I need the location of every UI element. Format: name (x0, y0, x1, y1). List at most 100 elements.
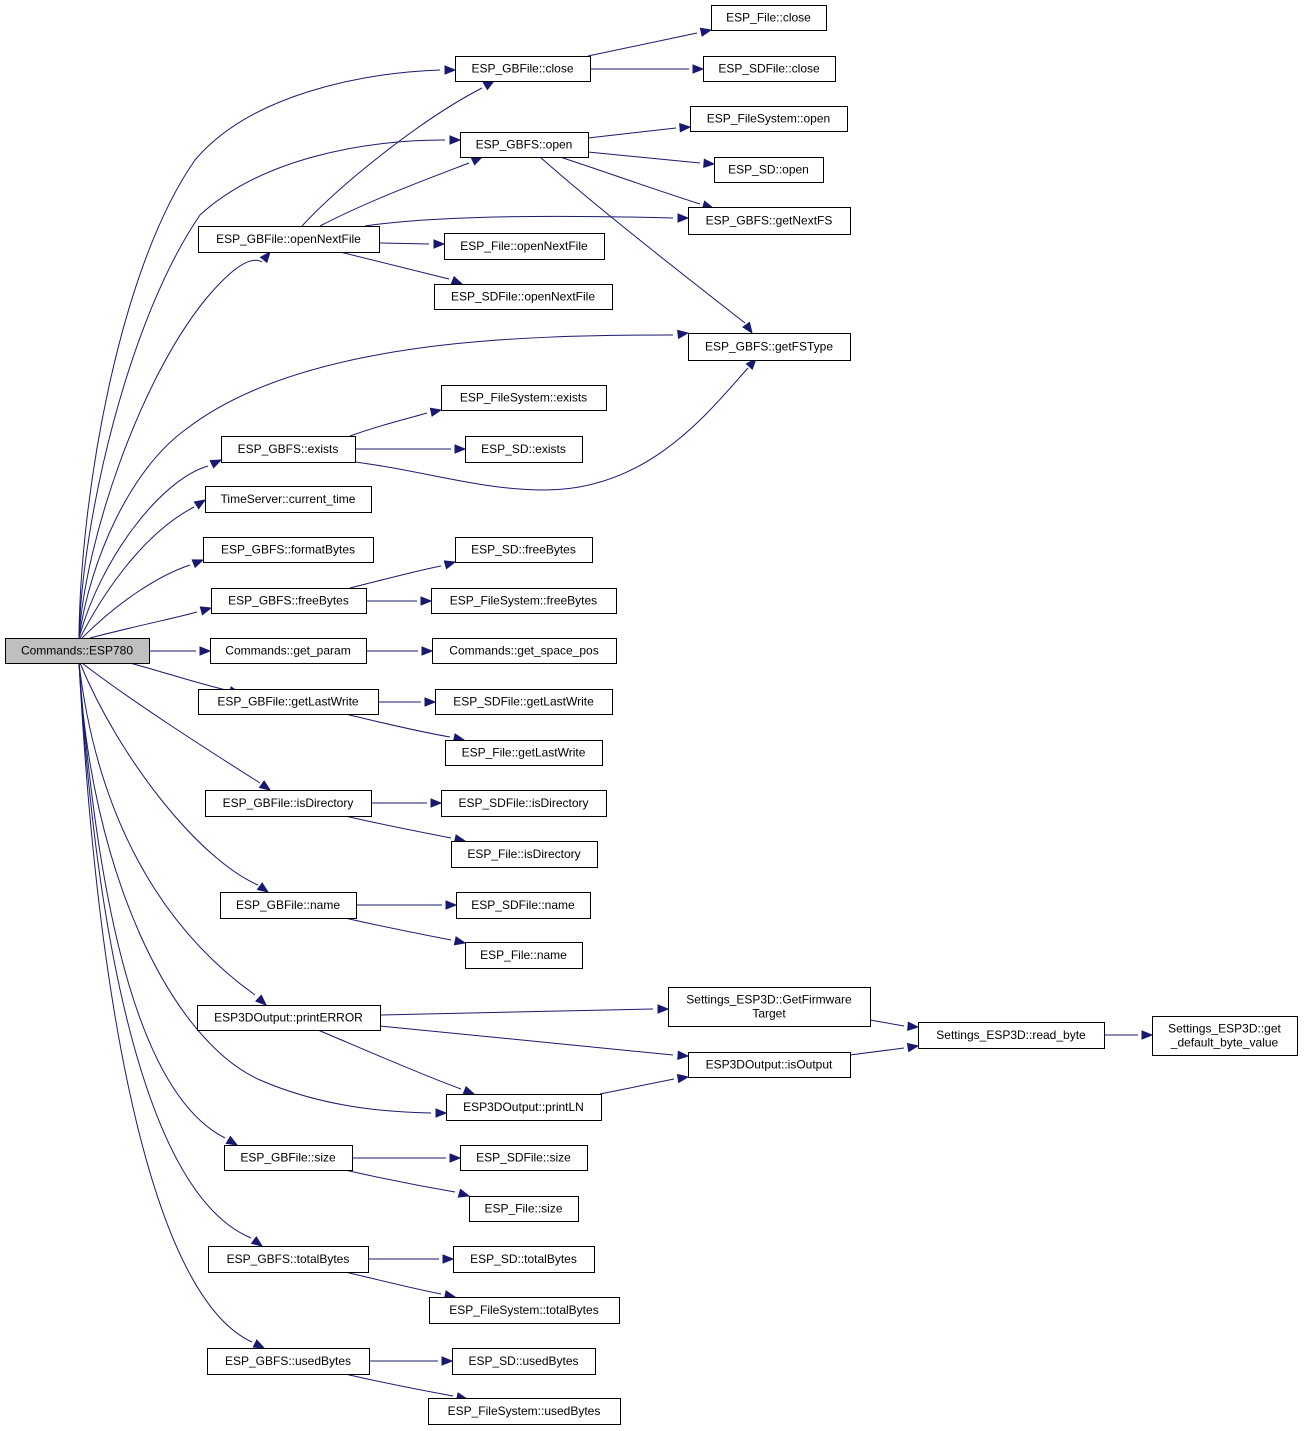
edge-line (78, 662, 252, 1239)
function-node[interactable]: ESP_File::size (469, 1196, 579, 1222)
edge-line (78, 259, 263, 639)
edge-line (78, 662, 432, 1114)
arrowhead (259, 250, 271, 264)
edge-line (339, 251, 450, 280)
edge-line (78, 662, 226, 1139)
function-node[interactable]: ESP_SD::open (714, 157, 824, 183)
function-node[interactable]: Commands::get_param (210, 638, 367, 664)
arrowhead (444, 65, 457, 75)
node-label: Commands::ESP780 (21, 644, 133, 658)
function-node[interactable]: ESP_FileSystem::freeBytes (431, 588, 617, 614)
function-node[interactable]: ESP_FileSystem::usedBytes (428, 1398, 621, 1425)
arrowhead (225, 1135, 239, 1146)
node-box (444, 233, 605, 260)
arrowhead (906, 1042, 920, 1053)
function-node[interactable]: ESP_GBFile::name (220, 892, 357, 919)
function-node[interactable]: ESP_GBFS::freeBytes (211, 588, 367, 614)
function-node[interactable]: ESP_GBFS::open (460, 132, 589, 158)
edge-n8-n9 (378, 239, 446, 249)
edge-n28-n30 (344, 917, 467, 946)
function-node[interactable]: ESP3DOutput::printLN (446, 1094, 602, 1121)
function-node[interactable]: ESP_GBFS::exists (221, 436, 356, 463)
function-node[interactable]: ESP_GBFS::formatBytes (203, 537, 374, 563)
arrowhead (256, 882, 270, 893)
node-label: ESP_FileSystem::freeBytes (450, 594, 597, 608)
function-node[interactable]: ESP_GBFile::getLastWrite (198, 689, 379, 715)
function-node[interactable]: ESP_FileSystem::totalBytes (429, 1297, 620, 1324)
edge-n0-n15 (79, 499, 207, 639)
function-node[interactable]: ESP_SDFile::openNextFile (434, 284, 613, 310)
node-label: ESP_FileSystem::usedBytes (448, 1404, 601, 1418)
arrowhead (252, 1339, 266, 1349)
function-node[interactable]: ESP_SD::totalBytes (453, 1246, 595, 1273)
function-node[interactable]: Commands::ESP780 (5, 638, 150, 664)
node-label: ESP_SD::usedBytes (468, 1354, 578, 1368)
function-node[interactable]: ESP_GBFile::size (224, 1145, 353, 1171)
node-label: ESP_GBFile::name (236, 898, 340, 912)
arrowhead (449, 1153, 462, 1163)
arrowhead (424, 697, 437, 707)
arrowhead (699, 27, 713, 37)
edge-line (78, 662, 253, 1343)
edge-line (344, 1169, 456, 1193)
function-node[interactable]: ESP_File::getLastWrite (445, 740, 603, 766)
function-node[interactable]: ESP_FileSystem::exists (441, 385, 607, 411)
function-node[interactable]: ESP_SD::usedBytes (452, 1348, 596, 1375)
edge-n18-n19 (366, 596, 433, 606)
function-node[interactable]: ESP_GBFile::close (455, 56, 591, 82)
arrowhead (199, 646, 212, 656)
function-node[interactable]: ESP_File::openNextFile (444, 233, 605, 260)
node-label: Settings_ESP3D::read_byte (936, 1028, 1086, 1042)
node-label: ESP_GBFile::openNextFile (216, 232, 361, 246)
function-node[interactable]: TimeServer::current_time (205, 486, 372, 513)
function-node[interactable]: ESP_SD::freeBytes (455, 537, 593, 563)
node-box (690, 106, 848, 132)
edge-line (79, 662, 259, 886)
arrowhead (462, 1085, 476, 1095)
node-box (456, 892, 591, 919)
edge-n0-n8 (78, 250, 271, 639)
node-box (469, 1196, 579, 1222)
arrowhead (258, 780, 272, 791)
edge-line (539, 156, 746, 324)
node-box (198, 689, 379, 715)
function-node[interactable]: ESP3DOutput::printERROR (197, 1005, 381, 1031)
edge-n8-n4 (319, 156, 484, 227)
function-node[interactable]: ESP_GBFS::totalBytes (208, 1246, 369, 1273)
arrowhead (676, 1073, 690, 1084)
function-node[interactable]: ESP_SDFile::close (703, 56, 836, 82)
function-node[interactable]: Settings_ESP3D::get_default_byte_value (1152, 1016, 1298, 1056)
node-label: _default_byte_value (1170, 1036, 1279, 1050)
arrowhead (443, 560, 457, 570)
function-node[interactable]: ESP_GBFile::openNextFile (198, 226, 380, 253)
node-label: ESP_File::getLastWrite (462, 746, 586, 760)
function-node[interactable]: ESP_File::close (711, 5, 827, 31)
function-node[interactable]: ESP_SDFile::name (456, 892, 591, 919)
edge-line (559, 156, 701, 205)
function-node[interactable]: ESP3DOutput::isOutput (688, 1052, 851, 1078)
node-box (208, 1246, 369, 1273)
function-node[interactable]: ESP_GBFS::usedBytes (207, 1348, 370, 1375)
function-node[interactable]: ESP_FileSystem::open (690, 106, 848, 132)
function-node[interactable]: ESP_GBFile::isDirectory (205, 790, 372, 817)
function-node[interactable]: ESP_SDFile::size (460, 1145, 588, 1171)
arrowhead (677, 329, 690, 340)
node-box (453, 1246, 595, 1273)
edge-n1-n3 (590, 64, 705, 74)
function-node[interactable]: ESP_SDFile::getLastWrite (435, 689, 613, 715)
function-node[interactable]: Commands::get_space_pos (432, 638, 617, 664)
function-node[interactable]: ESP_SD::exists (465, 436, 583, 463)
function-node[interactable]: ESP_GBFS::getFSType (688, 333, 851, 361)
arrowhead (1141, 1030, 1154, 1040)
function-node[interactable]: ESP_GBFS::getNextFS (688, 207, 851, 235)
node-label: ESP_FileSystem::exists (460, 391, 587, 405)
edge-line (344, 1271, 442, 1295)
node-label: ESP_GBFS::usedBytes (225, 1354, 351, 1368)
function-node[interactable]: ESP_File::name (465, 942, 583, 969)
function-node[interactable]: ESP_SDFile::isDirectory (441, 790, 607, 817)
arrowhead (677, 1050, 690, 1061)
function-node[interactable]: Settings_ESP3D::read_byte (918, 1022, 1105, 1049)
function-node[interactable]: ESP_File::isDirectory (451, 841, 598, 868)
edge-line (89, 611, 198, 639)
